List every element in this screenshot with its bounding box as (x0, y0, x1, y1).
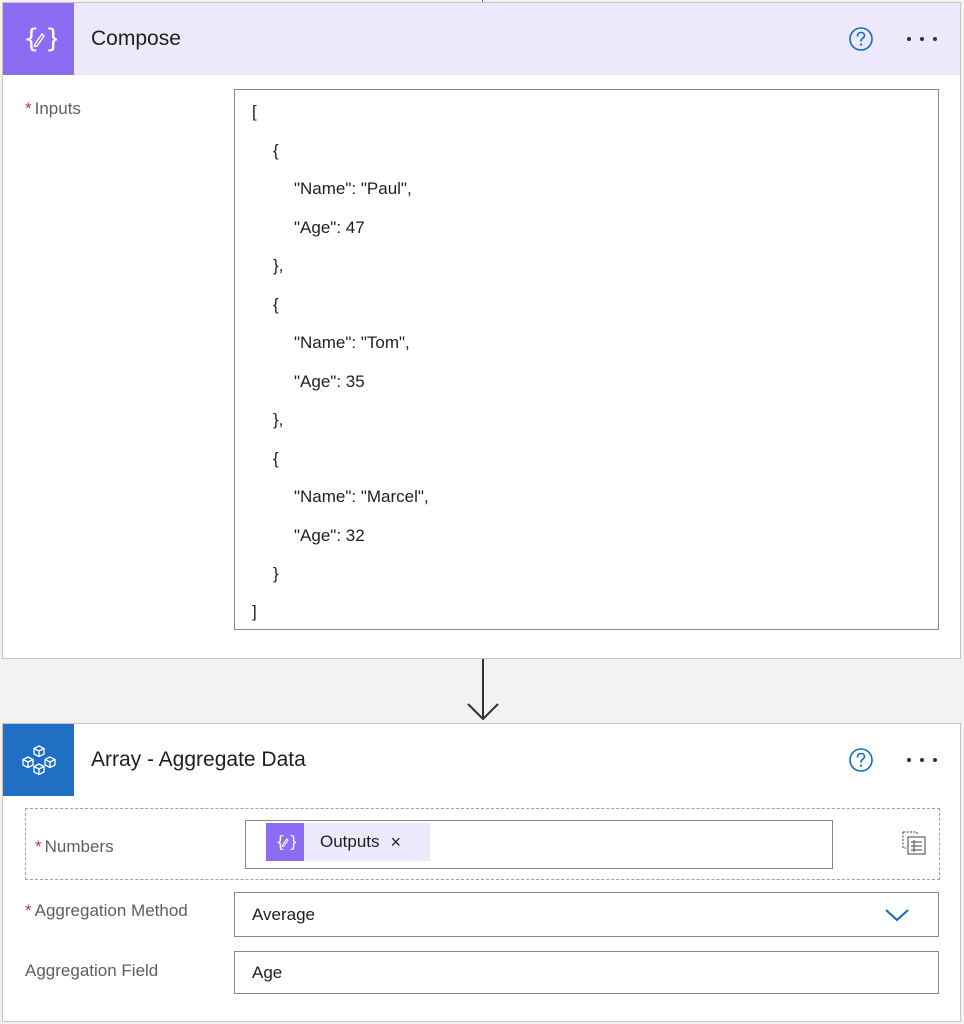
inputs-label: *Inputs (25, 99, 81, 118)
required-marker: * (35, 837, 42, 856)
switch-input-mode-icon[interactable] (900, 829, 928, 857)
compose-header[interactable]: { } Compose (3, 3, 960, 75)
svg-text:{: { (23, 24, 40, 54)
array-aggregate-action-card[interactable]: Array - Aggregate Data *Numbers (2, 723, 961, 1022)
svg-text:}: } (289, 832, 296, 851)
aggregation-field-value: Age (252, 962, 283, 982)
down-arrow-icon (467, 659, 499, 721)
curly-braces-pencil-icon: { } (23, 24, 57, 54)
aggregation-method-dropdown[interactable]: Average (234, 892, 939, 937)
remove-token-button[interactable]: × (390, 832, 402, 852)
compose-more-options-button[interactable] (902, 26, 942, 52)
compose-action-card[interactable]: { } Compose *Inputs [ { "Name": "Pa (2, 2, 961, 659)
connector-line-top (482, 0, 483, 3)
json-line: [ (252, 102, 257, 121)
curly-braces-pencil-icon: { } (275, 832, 296, 851)
compose-icon-box: { } (3, 3, 74, 75)
array-icon-box (3, 724, 74, 796)
outputs-token[interactable]: { } Outputs × (266, 823, 430, 861)
svg-text:}: } (45, 24, 57, 54)
array-help-button[interactable] (848, 747, 874, 773)
json-line: }, (273, 256, 284, 275)
json-line: { (273, 295, 279, 314)
array-aggregate-header[interactable]: Array - Aggregate Data (3, 724, 960, 796)
required-marker: * (25, 901, 32, 920)
numbers-parameter-row: *Numbers { } Outputs × (25, 808, 940, 880)
aggregation-field-input[interactable]: Age (234, 951, 939, 994)
json-line: ] (252, 602, 257, 621)
more-options-icon (907, 758, 937, 762)
compose-help-button[interactable] (848, 26, 874, 52)
aggregation-method-label: *Aggregation Method (25, 901, 188, 920)
json-line: "Name": "Paul", (294, 179, 412, 198)
json-line: { (273, 141, 279, 160)
svg-text:{: { (275, 832, 285, 851)
numbers-input[interactable]: { } Outputs × (245, 820, 833, 869)
chevron-down-icon[interactable] (884, 907, 910, 923)
inputs-editor[interactable]: [ { "Name": "Paul", "Age": 47 }, { "Name… (234, 89, 939, 630)
json-line: }, (273, 410, 284, 429)
compose-title: Compose (91, 27, 181, 50)
json-line: "Age": 35 (294, 372, 365, 391)
token-icon-box: { } (266, 823, 304, 861)
json-line: { (273, 449, 279, 468)
aggregation-field-label: Aggregation Field (25, 961, 159, 980)
more-options-icon (907, 37, 937, 41)
numbers-label: *Numbers (35, 837, 114, 856)
json-line: "Name": "Tom", (294, 333, 410, 352)
help-icon (849, 748, 873, 772)
array-aggregate-title: Array - Aggregate Data (91, 748, 306, 771)
json-line: "Age": 47 (294, 218, 365, 237)
aggregation-method-value: Average (252, 904, 316, 924)
array-more-options-button[interactable] (902, 747, 942, 773)
required-marker: * (25, 99, 32, 118)
outputs-token-label: Outputs (320, 832, 380, 851)
json-line: } (273, 564, 279, 583)
json-line: "Age": 32 (294, 526, 365, 545)
cubes-network-icon (21, 745, 56, 776)
help-icon (849, 27, 873, 51)
json-line: "Name": "Marcel", (294, 487, 429, 506)
